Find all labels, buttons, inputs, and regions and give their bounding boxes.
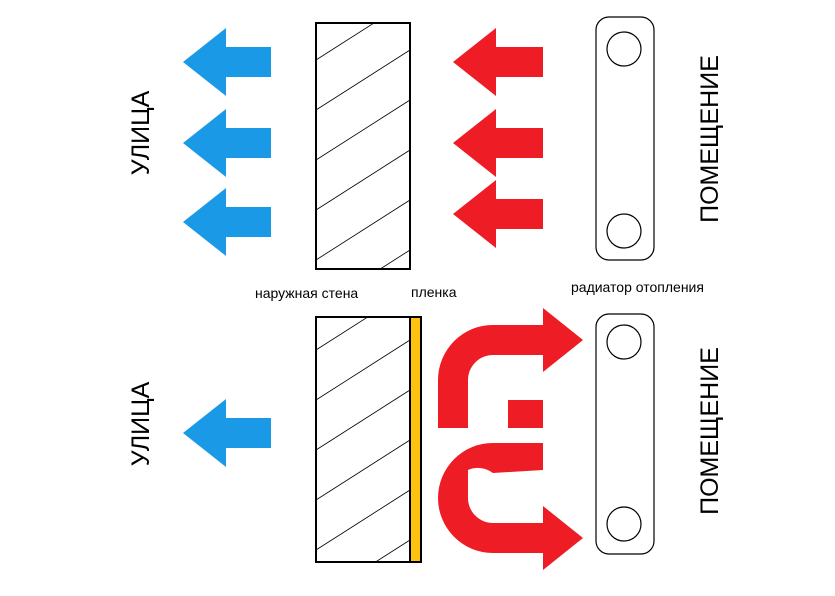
radiator-label: радиатор отопления	[571, 279, 704, 295]
blue-arrow-icon	[183, 109, 271, 177]
scene-without-film: УЛИЦА ПОМЕЩЕНИЕ	[127, 16, 724, 270]
outer-wall-label: наружная стена	[255, 285, 358, 301]
radiator-top	[595, 16, 655, 261]
outer-wall-top	[315, 22, 411, 270]
scene-with-film: УЛИЦА ПОМЕЩЕНИЕ	[127, 308, 724, 570]
street-label-top: УЛИЦА	[127, 90, 155, 175]
reflective-film	[409, 316, 422, 563]
room-label-top: ПОМЕЩЕНИЕ	[696, 55, 724, 223]
street-label-bottom: УЛИЦА	[127, 381, 155, 466]
radiator-bottom	[595, 313, 655, 555]
blue-arrow-icon	[183, 28, 271, 96]
blue-arrow-icon	[183, 399, 271, 467]
heat-arrow-group-top	[453, 28, 543, 248]
red-arrow-icon	[453, 180, 543, 248]
u-turn-arrow-icon	[438, 308, 583, 428]
u-turn-arrow-icon	[438, 443, 583, 570]
blue-arrow-icon	[183, 188, 271, 256]
cold-arrow-group-bottom	[183, 399, 271, 467]
red-arrow-icon	[453, 28, 543, 96]
room-label-bottom: ПОМЕЩЕНИЕ	[696, 347, 724, 515]
reflected-heat-arrow-group	[438, 308, 583, 570]
film-label: пленка	[411, 284, 457, 300]
cold-arrow-group-top	[183, 28, 271, 256]
red-arrow-icon	[453, 109, 543, 177]
outer-wall-bottom	[315, 316, 411, 563]
